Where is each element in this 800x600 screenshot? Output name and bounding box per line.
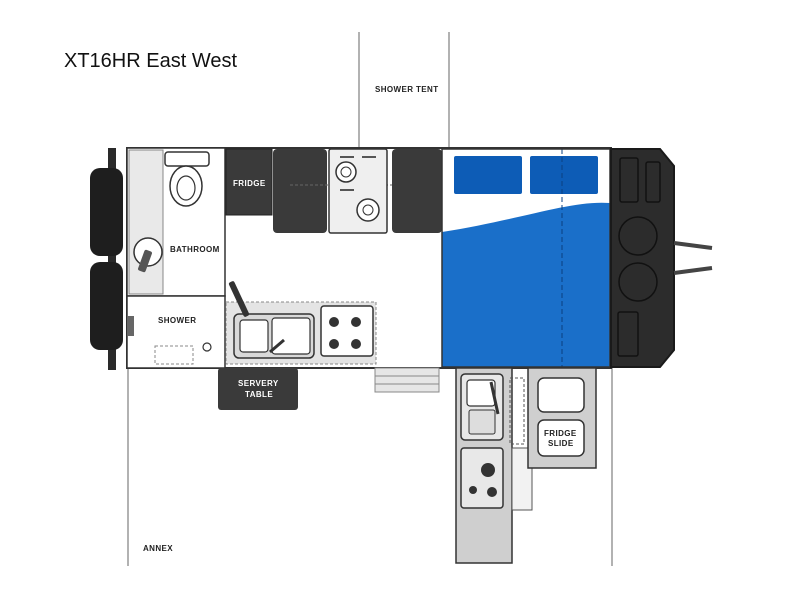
gas-bottle-2	[618, 262, 658, 302]
shower-door-handle	[128, 316, 134, 336]
shower-tent: SHOWER TENT	[358, 32, 450, 147]
servery-label-2: TABLE	[245, 390, 273, 399]
front-boot	[610, 148, 713, 368]
shower-drain	[202, 342, 212, 352]
shower-tent-label: SHOWER TENT	[375, 85, 439, 94]
drawbar-bottom	[673, 266, 713, 275]
entry-steps	[374, 367, 440, 393]
slide-out-kitchen	[455, 367, 533, 564]
fridge-label: FRIDGE	[233, 179, 266, 188]
bathroom-label: BATHROOM	[170, 245, 220, 254]
slide-out-cooktop	[460, 447, 504, 509]
fridge: FRIDGE	[225, 148, 273, 216]
internal-cooktop	[320, 305, 374, 357]
plan-title: XT16HR East West	[64, 50, 238, 72]
wheel-rear	[90, 262, 123, 350]
fridge-slide-label-2: SLIDE	[548, 439, 574, 448]
annex-area: ANNEX	[127, 368, 613, 566]
axle-bar	[108, 148, 116, 370]
pillow-right	[530, 156, 598, 194]
upper-cabinets	[273, 149, 442, 233]
servery-label-1: SERVERY	[238, 379, 279, 388]
washing-machine	[328, 148, 388, 234]
fridge-slide: FRIDGE SLIDE	[527, 367, 597, 469]
wheel-front	[90, 168, 123, 256]
bed	[441, 148, 611, 368]
bathroom-tap	[138, 249, 152, 273]
internal-kitchen	[225, 281, 377, 365]
pillow-left	[454, 156, 522, 194]
bathroom-vanity	[128, 149, 164, 295]
shower: SHOWER	[126, 295, 226, 369]
cabinet-right	[392, 149, 442, 233]
drawbar-top	[673, 241, 713, 250]
shower-drain-tray	[154, 345, 194, 365]
shower-label: SHOWER	[158, 316, 196, 325]
annex-label: ANNEX	[143, 544, 173, 553]
gas-bottle-1	[618, 216, 658, 256]
fridge-slide-label-1: FRIDGE	[544, 429, 577, 438]
servery-table: SERVERY TABLE	[218, 368, 298, 410]
cabinet-left	[273, 149, 327, 233]
sink-tap	[228, 281, 250, 317]
toilet-cistern	[164, 151, 210, 167]
wheels	[90, 148, 123, 370]
bathroom: BATHROOM	[126, 147, 226, 297]
